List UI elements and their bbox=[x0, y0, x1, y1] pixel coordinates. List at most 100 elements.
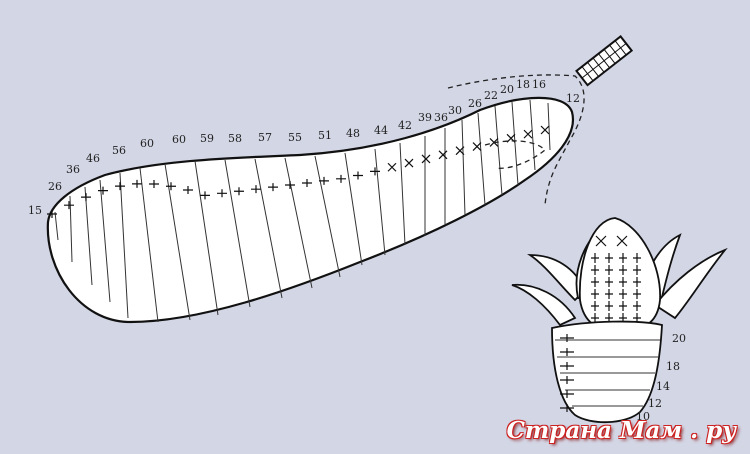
zucchini-rib-line bbox=[344, 152, 363, 266]
zucchini-row-label: 15 bbox=[28, 204, 42, 217]
zucchini-row-label: 39 bbox=[418, 111, 432, 124]
zucchini-rib-line bbox=[284, 157, 313, 289]
zucchini-row-label: 16 bbox=[532, 78, 546, 91]
zucchini-row-label: 26 bbox=[48, 180, 62, 193]
zucchini-rib-line bbox=[477, 112, 486, 206]
cob-stitch-mark bbox=[591, 301, 599, 311]
flower-row-label: 12 bbox=[648, 397, 662, 410]
stem-leaf-dashed bbox=[447, 74, 585, 206]
site-watermark: Страна Мам . ру bbox=[506, 417, 736, 444]
zucchini-row-label: 46 bbox=[86, 152, 100, 165]
cup-stitch-mark bbox=[560, 404, 574, 412]
cob-stitch-mark bbox=[633, 289, 641, 299]
cob-stitch-mark bbox=[591, 313, 599, 323]
flower-row-label: 20 bbox=[672, 332, 686, 345]
cob-stitch-mark bbox=[619, 265, 627, 275]
cob-stitch-mark bbox=[591, 253, 599, 263]
cob-stitch-mark bbox=[619, 289, 627, 299]
zucchini-row-label: 26 bbox=[468, 97, 482, 110]
zucchini-row-label: 60 bbox=[140, 137, 154, 150]
zucchini-row-label: 18 bbox=[516, 78, 530, 91]
zucchini-row-label: 22 bbox=[484, 89, 498, 102]
zucchini-rib-line bbox=[99, 179, 111, 303]
cob-stitch-marks bbox=[591, 235, 641, 323]
zucchini-stitch-mark bbox=[98, 186, 108, 195]
flower-cob bbox=[578, 217, 661, 333]
zucchini-rib-line bbox=[399, 142, 406, 246]
zucchini-stitch-marks bbox=[47, 125, 550, 218]
cob-stitch-mark bbox=[605, 265, 613, 275]
zucchini-stitch-mark bbox=[81, 193, 91, 202]
zucchini-row-label: 57 bbox=[258, 131, 272, 144]
zucchini-row-label: 20 bbox=[500, 83, 514, 96]
flower-cup bbox=[551, 320, 663, 424]
zucchini-stitch-mark bbox=[438, 150, 448, 160]
cob-stitch-mark bbox=[633, 277, 641, 287]
zucchini-stitch-mark bbox=[115, 182, 125, 191]
zucchini-stitch-mark bbox=[302, 178, 312, 187]
cob-stitch-mark bbox=[605, 253, 613, 263]
zucchini-stitch-mark bbox=[200, 191, 210, 200]
zucchini-stitch-mark bbox=[285, 181, 295, 190]
zucchini-stitch-mark bbox=[336, 174, 346, 183]
stem bbox=[575, 35, 634, 87]
zucchini-row-label: 36 bbox=[66, 163, 80, 176]
zucchini-row-label: 55 bbox=[288, 131, 302, 144]
zucchini-stitch-mark bbox=[421, 154, 431, 164]
zucchini-stitch-mark bbox=[217, 189, 227, 198]
cup-stitch-mark bbox=[560, 348, 574, 356]
cob-stitch-mark bbox=[605, 301, 613, 311]
zucchini-stitch-mark bbox=[523, 129, 533, 139]
cup-stitch-mark bbox=[560, 376, 574, 384]
cob-stitch-mark bbox=[619, 301, 627, 311]
zucchini-stitch-mark bbox=[166, 182, 176, 191]
zucchini-rib-line bbox=[224, 159, 251, 308]
cob-cross-stitch bbox=[595, 235, 628, 247]
zucchini-row-label: 44 bbox=[374, 124, 388, 137]
zucchini-stitch-mark bbox=[472, 142, 482, 151]
zucchini-row-label: 59 bbox=[200, 132, 214, 145]
zucchini-rib-line bbox=[119, 172, 129, 319]
flower-row-label: 18 bbox=[666, 360, 680, 373]
zucchini-rib-line bbox=[84, 186, 93, 286]
zucchini-rib-line bbox=[54, 211, 59, 241]
zucchini-rib-line bbox=[494, 105, 503, 196]
cob-stitch-mark bbox=[605, 289, 613, 299]
zucchini-rib-line bbox=[254, 158, 283, 299]
zucchini-stitch-mark bbox=[540, 125, 550, 135]
zucchini-row-label: 12 bbox=[566, 92, 580, 105]
zucchini-row-label: 36 bbox=[434, 111, 448, 124]
cob-stitch-mark bbox=[633, 301, 641, 311]
zucchini-stitch-mark bbox=[47, 210, 57, 218]
flower-leaf-right bbox=[653, 247, 728, 320]
zucchini-row-label: 60 bbox=[172, 133, 186, 146]
cob-stitch-mark bbox=[591, 265, 599, 275]
flower-leaf-far-left bbox=[511, 283, 577, 327]
zucchini-rib-line bbox=[69, 195, 73, 263]
zucchini-row-label: 51 bbox=[318, 129, 332, 142]
cob-stitch-mark bbox=[633, 265, 641, 275]
zucchini-stitch-mark bbox=[370, 167, 380, 176]
zucchini-row-label: 42 bbox=[398, 119, 412, 132]
cob-stitch-mark bbox=[619, 253, 627, 263]
zucchini-stitch-mark bbox=[183, 185, 193, 194]
cup-stitch-mark bbox=[560, 390, 574, 398]
cup-rows bbox=[555, 334, 660, 412]
zucchini-stitch-mark bbox=[251, 185, 261, 194]
cup-stitch-mark bbox=[560, 362, 574, 370]
zucchini-row-label: 56 bbox=[112, 144, 126, 157]
zucchini-stitch-mark bbox=[455, 146, 465, 156]
zucchini-stitch-mark bbox=[268, 183, 278, 192]
cob-stitch-mark bbox=[633, 253, 641, 263]
cup-stitch-mark bbox=[560, 334, 574, 342]
zucchini-rib-line bbox=[314, 155, 341, 278]
flower-row-label: 10 bbox=[636, 410, 650, 423]
zucchini-stitch-mark bbox=[234, 187, 244, 196]
zucchini-stitch-mark bbox=[404, 158, 414, 168]
zucchini-row-label: 58 bbox=[228, 132, 242, 145]
zucchini-stitch-mark bbox=[132, 179, 142, 188]
